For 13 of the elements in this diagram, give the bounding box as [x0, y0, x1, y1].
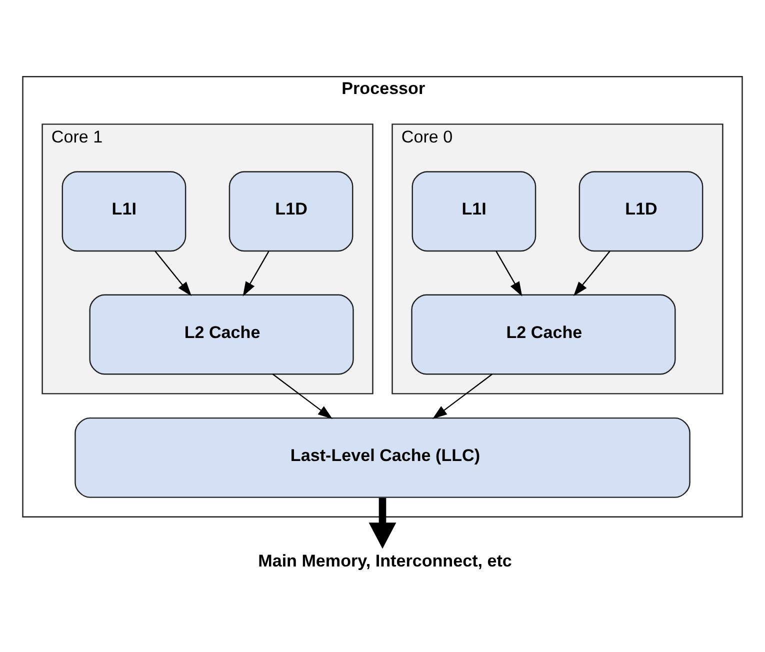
arrow: [242, 250, 270, 296]
node-box: L1D: [578, 171, 704, 252]
node-box: Last-Level Cache (LLC): [74, 417, 690, 498]
arrow: [368, 498, 396, 549]
arrow: [496, 250, 522, 296]
node-box: L2 Cache: [89, 294, 354, 375]
arrow: [573, 250, 610, 296]
node-box: L1D: [228, 171, 354, 252]
node-box: L1I: [62, 171, 186, 252]
node-box: L1I: [412, 171, 536, 252]
arrow: [154, 250, 192, 296]
node-box: L2 Cache: [411, 294, 676, 375]
node-text: Main Memory, Interconnect, etc: [258, 551, 512, 570]
